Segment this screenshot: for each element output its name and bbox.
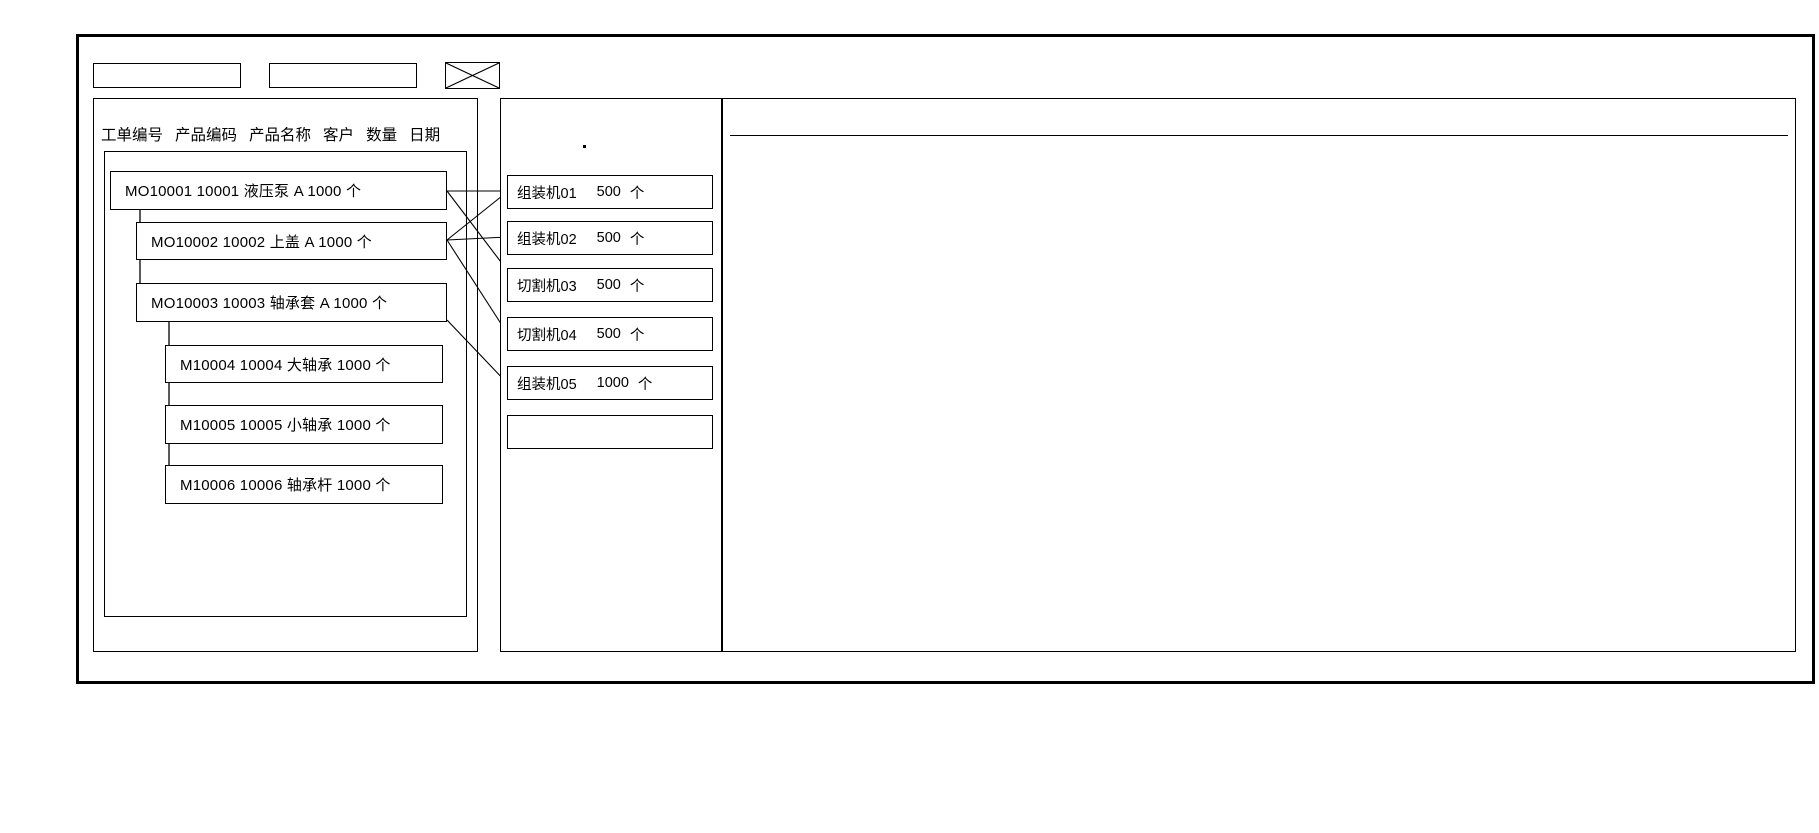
machine-unit: 个 bbox=[629, 185, 645, 202]
machine-quantity: 500 bbox=[596, 184, 621, 200]
tree-row-text: M10006 10006 轴承杆 1000 个 bbox=[180, 477, 391, 494]
machine-card[interactable]: 切割机04 500 个 bbox=[507, 317, 713, 351]
tree-row-level2-c[interactable]: M10006 10006 轴承杆 1000 个 bbox=[165, 465, 443, 504]
tree-row-level1-b[interactable]: MO10003 10003 轴承套 A 1000 个 bbox=[136, 283, 447, 322]
machine-unit: 个 bbox=[637, 376, 653, 393]
machine-card-empty[interactable] bbox=[507, 415, 713, 449]
tree-row-text: M10004 10004 大轴承 1000 个 bbox=[180, 356, 391, 374]
machine-unit: 个 bbox=[629, 327, 645, 344]
toolbar-button-2[interactable] bbox=[269, 62, 417, 88]
machine-name: 组装机01 bbox=[517, 185, 577, 202]
detail-panel bbox=[722, 98, 1796, 652]
column-header-customer: 客户 bbox=[323, 127, 355, 144]
machine-quantity: 1000 bbox=[596, 375, 629, 391]
tree-row-level1-a[interactable]: MO10002 10002 上盖 A 1000 个 bbox=[136, 222, 447, 260]
tree-row-level2-a[interactable]: M10004 10004 大轴承 1000 个 bbox=[165, 345, 443, 383]
tree-row-level0[interactable]: MO10001 10001 液压泵 A 1000 个 bbox=[110, 171, 447, 210]
toolbar-button-1[interactable] bbox=[93, 62, 241, 88]
machine-card[interactable]: 组装机05 1000 个 bbox=[507, 366, 713, 400]
machine-name: 组装机05 bbox=[517, 376, 577, 393]
work-order-tree-container[interactable] bbox=[104, 151, 467, 617]
machine-name: 切割机04 bbox=[517, 327, 577, 344]
column-header-order-no: 工单编号 bbox=[101, 127, 164, 144]
machine-quantity: 500 bbox=[596, 230, 621, 246]
x-box-icon[interactable] bbox=[445, 61, 500, 89]
machine-quantity: 500 bbox=[596, 326, 621, 342]
machine-unit: 个 bbox=[629, 231, 645, 248]
column-header-date: 日期 bbox=[409, 127, 441, 144]
column-header-quantity: 数量 bbox=[366, 127, 398, 144]
work-order-column-headers: 工单编号 产品编码 产品名称 客户 数量 日期 bbox=[101, 123, 461, 145]
detail-panel-header-divider bbox=[730, 135, 1788, 136]
toolbar bbox=[93, 61, 500, 89]
tree-row-text: M10005 10005 小轴承 1000 个 bbox=[180, 417, 391, 434]
column-header-product-name: 产品名称 bbox=[249, 127, 312, 144]
machine-card[interactable]: 组装机02 500 个 bbox=[507, 221, 713, 255]
machine-card[interactable]: 切割机03 500 个 bbox=[507, 268, 713, 302]
tree-row-text: MO10001 10001 液压泵 A 1000 个 bbox=[125, 183, 362, 200]
machine-card[interactable]: 组装机01 500 个 bbox=[507, 175, 713, 209]
tree-row-text: MO10003 10003 轴承套 A 1000 个 bbox=[151, 295, 388, 312]
machine-name: 切割机03 bbox=[517, 278, 577, 295]
machine-quantity: 500 bbox=[596, 277, 621, 293]
panel-marker-dot bbox=[583, 145, 586, 148]
tree-row-level2-b[interactable]: M10005 10005 小轴承 1000 个 bbox=[165, 405, 443, 444]
column-header-product-code: 产品编码 bbox=[175, 127, 238, 144]
machine-unit: 个 bbox=[629, 278, 645, 295]
tree-row-text: MO10002 10002 上盖 A 1000 个 bbox=[151, 233, 372, 251]
machine-name: 组装机02 bbox=[517, 231, 577, 248]
